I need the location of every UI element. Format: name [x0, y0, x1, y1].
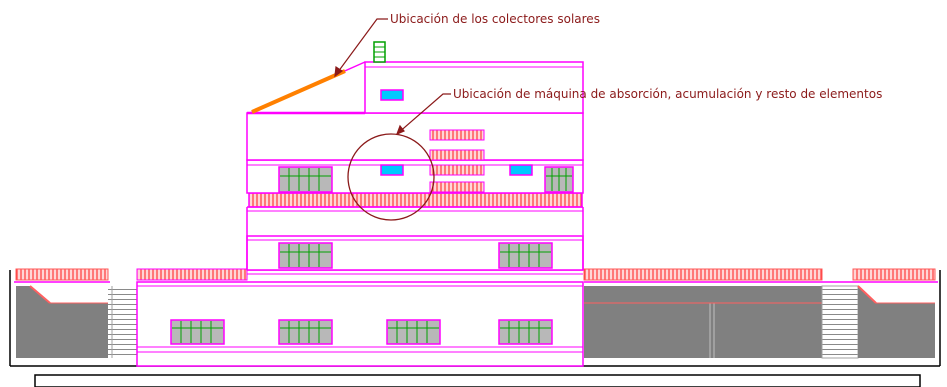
absorption-machine-label: Ubicación de máquina de absorción, acumu…: [453, 87, 882, 101]
rooftop-vent: [373, 41, 386, 63]
absorption-machinery: [429, 129, 485, 193]
ground-floor-block: [136, 268, 584, 367]
solar-collector-roof: [249, 61, 366, 114]
left-wing: [14, 268, 138, 358]
right-wing: [583, 268, 938, 359]
annotation-leaders: [334, 18, 451, 136]
ground-floor-windows: [170, 319, 553, 345]
third-floor-window-bars: [280, 168, 572, 191]
glass-panels: [380, 89, 533, 176]
solar-collectors-label: Ubicación de los colectores solares: [390, 12, 600, 26]
second-floor-windows: [278, 242, 553, 269]
second-floor-window-bars: [280, 244, 551, 267]
ground-floor-window-bars: [172, 321, 551, 343]
machinery-highlight-circle: [347, 133, 435, 221]
